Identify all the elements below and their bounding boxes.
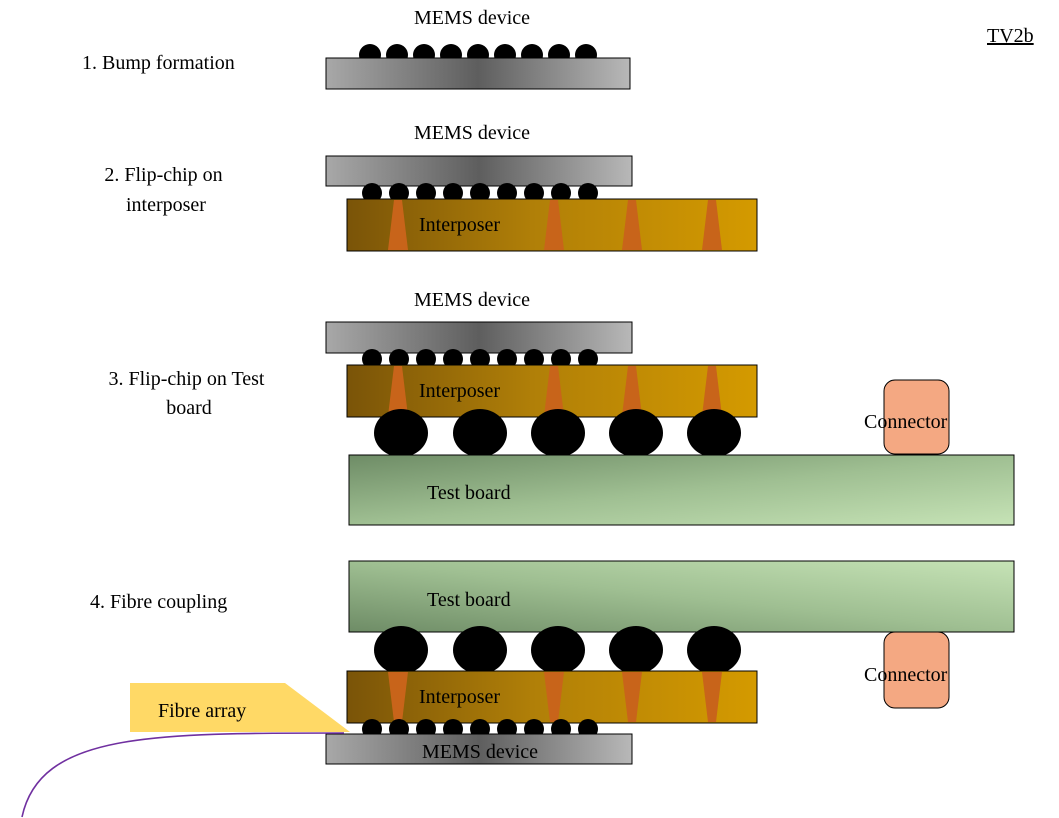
step-1-assembly: MEMS device [325, 7, 631, 90]
test-board [348, 454, 1015, 526]
step-3-label: 3. Flip-chip on Test board [108, 368, 269, 419]
step-1-label: 1. Bump formation [82, 52, 235, 74]
step-2-assembly: MEMS device Interposer [325, 122, 758, 252]
mems-device [325, 57, 631, 90]
optical-fibre [21, 732, 345, 818]
step-4-label: 4. Fibre coupling [90, 591, 227, 613]
fibre-array [130, 683, 350, 732]
interposer-vias [388, 200, 722, 250]
test-board [348, 560, 1015, 633]
mems-device-label: MEMS device [414, 7, 530, 29]
step-2-label: 2. Flip-chip on interposer [104, 164, 227, 216]
fibre-array-label: Fibre array [158, 700, 246, 722]
test-board-label: Test board [427, 482, 511, 504]
solder-ball-row [374, 409, 741, 457]
step-1-line-1: 1. Bump formation [82, 52, 235, 74]
test-board-label: Test board [427, 589, 511, 611]
bump-row [362, 183, 598, 203]
connector-label: Connector [864, 664, 948, 686]
mems-device-label: MEMS device [414, 122, 530, 144]
mems-device [325, 155, 633, 187]
step-3-line-1: 3. Flip-chip on Test [108, 368, 264, 390]
interposer-vias [388, 672, 722, 722]
solder-ball-row [374, 626, 741, 674]
step-4-assembly: Test board Connector Interposer MEMS dev… [21, 560, 1015, 818]
connector [883, 379, 950, 455]
connector-label: Connector [864, 411, 948, 433]
step-2-line-2: interposer [126, 194, 206, 216]
interposer-label: Interposer [419, 214, 500, 236]
bump-row [362, 349, 598, 369]
mems-device [325, 733, 633, 765]
step-2-line-1: 2. Flip-chip on [104, 164, 222, 186]
mems-device [325, 321, 633, 354]
interposer-label: Interposer [419, 686, 500, 708]
slide-tag: TV2b [987, 25, 1034, 47]
connector [883, 631, 950, 709]
interposer-vias [388, 366, 722, 416]
step-4-line-1: 4. Fibre coupling [90, 591, 227, 613]
mems-device-label: MEMS device [422, 741, 538, 763]
step-3-assembly: MEMS device Interposer Test board Connec [325, 289, 1015, 526]
step-3-line-2: board [166, 397, 212, 419]
mems-device-label: MEMS device [414, 289, 530, 311]
interposer-label: Interposer [419, 380, 500, 402]
